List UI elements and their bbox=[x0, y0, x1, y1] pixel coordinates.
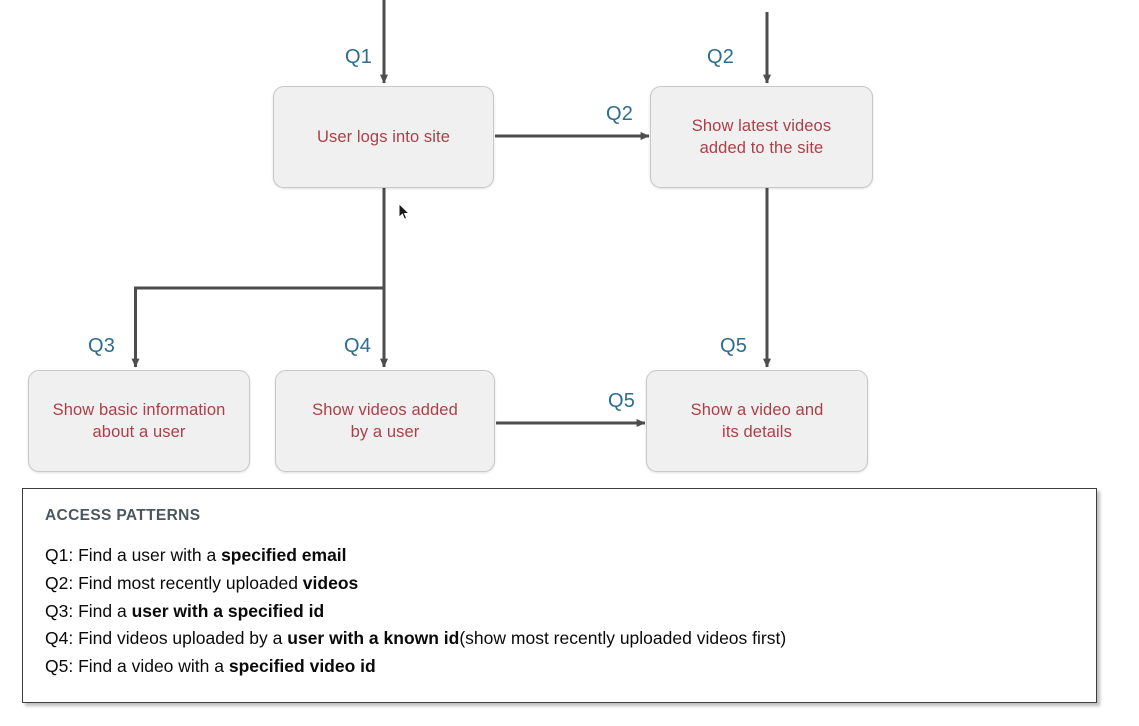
access-pattern-row: Q1: Find a user with a specified email bbox=[45, 542, 1074, 570]
node-show-latest-videos[interactable]: Show latest videos added to the site bbox=[650, 86, 873, 188]
edge-label-q2-top: Q2 bbox=[707, 46, 735, 68]
edge-label-q1-to-q2: Q2 bbox=[606, 103, 634, 125]
edge-label-to-q4: Q4 bbox=[344, 335, 372, 357]
node-label: Show a video and its details bbox=[690, 400, 824, 441]
access-pattern-emphasis: user with a specified id bbox=[131, 600, 325, 621]
edge-label-q1-top: Q1 bbox=[345, 46, 373, 68]
access-pattern-row: Q5: Find a video with a specified video … bbox=[45, 653, 1074, 681]
access-pattern-text: Find a bbox=[78, 600, 132, 621]
access-pattern-text: Find videos uploaded by a bbox=[78, 628, 288, 649]
node-user-logs-into-site[interactable]: User logs into site bbox=[273, 86, 494, 188]
access-pattern-key: Q2: bbox=[45, 572, 79, 593]
access-pattern-text: Find a video with a bbox=[78, 656, 229, 677]
access-pattern-note: (show most recently uploaded videos firs… bbox=[459, 628, 787, 649]
access-pattern-key: Q1: bbox=[45, 545, 79, 565]
access-pattern-emphasis: videos bbox=[302, 572, 359, 593]
node-show-videos-added[interactable]: Show videos added by a user bbox=[275, 370, 495, 472]
access-pattern-emphasis: specified video id bbox=[228, 656, 376, 677]
node-label: User logs into site bbox=[316, 127, 451, 146]
access-pattern-emphasis: specified email bbox=[221, 545, 347, 565]
access-pattern-text: Find most recently uploaded bbox=[78, 572, 303, 593]
access-pattern-row: Q3: Find a user with a specified id bbox=[45, 598, 1074, 626]
node-label: Show videos added by a user bbox=[312, 400, 458, 441]
access-pattern-key: Q3: bbox=[45, 600, 79, 621]
node-label: Show basic information about a user bbox=[52, 400, 226, 441]
edge-label-q4-to-q5: Q5 bbox=[608, 390, 636, 412]
access-patterns-panel: ACCESS PATTERNS Q1: Find a user with a s… bbox=[22, 488, 1097, 703]
node-show-a-video[interactable]: Show a video and its details bbox=[646, 370, 868, 472]
access-patterns-title: ACCESS PATTERNS bbox=[45, 507, 201, 524]
edge-label-to-q3: Q3 bbox=[88, 335, 116, 357]
access-pattern-emphasis: user with a known id bbox=[287, 628, 460, 649]
node-label: Show latest videos added to the site bbox=[691, 116, 832, 157]
edge-label-q2-to-q5: Q5 bbox=[720, 335, 748, 357]
access-pattern-text: Find a user with a bbox=[78, 545, 222, 565]
access-pattern-row: Q2: Find most recently uploaded videos bbox=[45, 570, 1074, 598]
node-show-basic-information[interactable]: Show basic information about a user bbox=[28, 370, 250, 472]
access-pattern-row: Q4: Find videos uploaded by a user with … bbox=[45, 625, 1074, 653]
access-pattern-key: Q5: bbox=[45, 656, 79, 677]
access-pattern-key: Q4: bbox=[45, 628, 79, 649]
